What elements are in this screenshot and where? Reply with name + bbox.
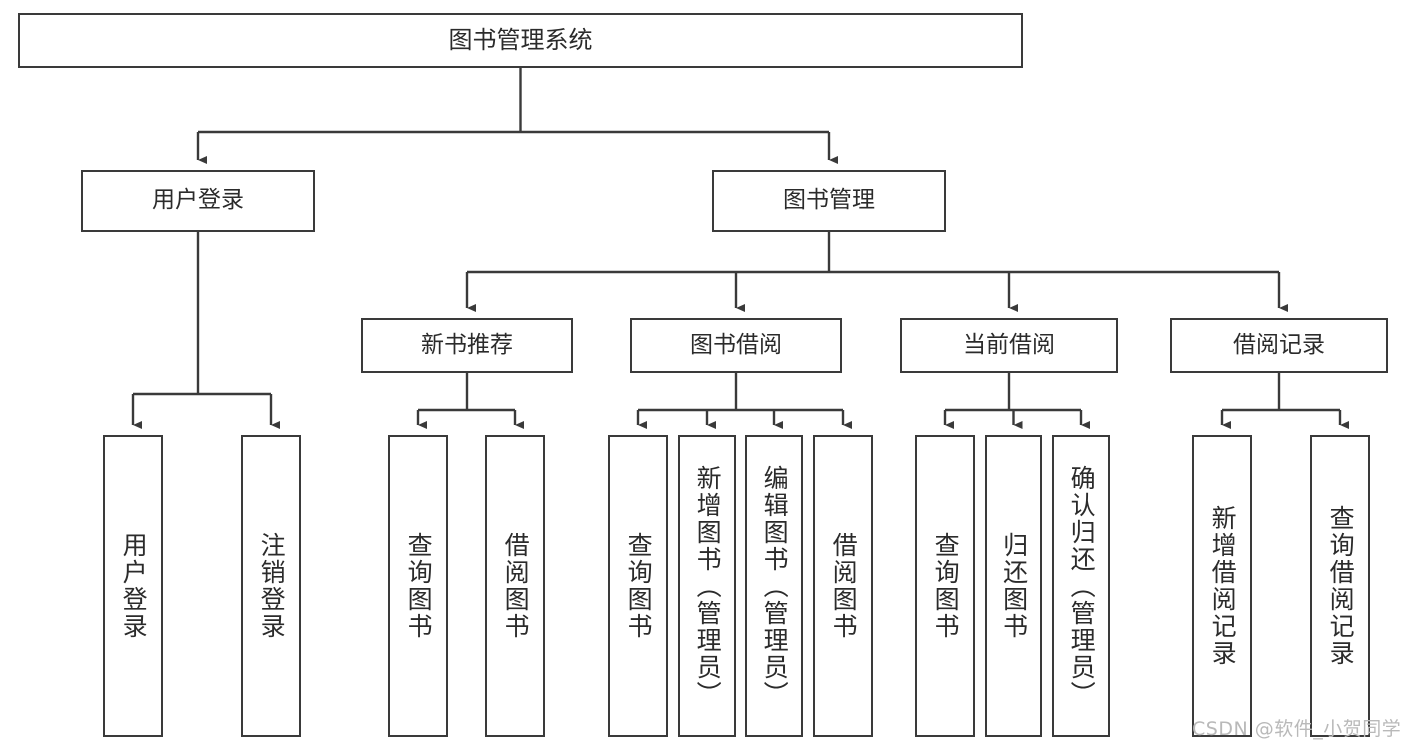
node-leaf-user-logout[interactable]: 注销登录: [241, 435, 301, 737]
node-label: 新增图书（管理员）: [693, 464, 723, 708]
node-leaf-add-book[interactable]: 新增图书（管理员）: [678, 435, 736, 737]
node-leaf-confirm-return[interactable]: 确认归还（管理员）: [1052, 435, 1110, 737]
node-label: 确认归还（管理员）: [1067, 464, 1097, 708]
node-leaf-borrow-book-2[interactable]: 借阅图书: [813, 435, 873, 737]
node-leaf-query-book-1[interactable]: 查询图书: [388, 435, 448, 737]
node-root-root[interactable]: 图书管理系统: [18, 13, 1023, 68]
node-current-borrow[interactable]: 当前借阅: [900, 318, 1118, 373]
node-label: 注销登录: [257, 532, 287, 640]
node-leaf-borrow-book-1[interactable]: 借阅图书: [485, 435, 545, 737]
node-label: 查询图书: [624, 532, 654, 640]
node-label: 新书推荐: [421, 331, 513, 358]
node-leaf-query-book-3[interactable]: 查询图书: [915, 435, 975, 737]
node-label: 图书借阅: [690, 331, 782, 358]
node-label: 当前借阅: [963, 331, 1055, 358]
node-leaf-query-record[interactable]: 查询借阅记录: [1310, 435, 1370, 737]
node-label: 借阅图书: [501, 532, 531, 640]
node-label: 用户登录: [119, 532, 149, 640]
node-new-book-rec[interactable]: 新书推荐: [361, 318, 573, 373]
node-label: 借阅图书: [829, 532, 859, 640]
node-label: 查询图书: [404, 532, 434, 640]
node-label: 查询借阅记录: [1326, 505, 1356, 667]
node-leaf-add-record[interactable]: 新增借阅记录: [1192, 435, 1252, 737]
node-leaf-edit-book[interactable]: 编辑图书（管理员）: [745, 435, 803, 737]
node-leaf-query-book-2[interactable]: 查询图书: [608, 435, 668, 737]
node-label: 查询图书: [931, 532, 961, 640]
node-label: 借阅记录: [1233, 331, 1325, 358]
node-book-manage[interactable]: 图书管理: [712, 170, 946, 232]
node-user-login[interactable]: 用户登录: [81, 170, 315, 232]
node-book-borrow[interactable]: 图书借阅: [630, 318, 842, 373]
node-leaf-user-login[interactable]: 用户登录: [103, 435, 163, 737]
node-leaf-return-book[interactable]: 归还图书: [985, 435, 1042, 737]
csdn-watermark: CSDN @软件_小贺同学: [1192, 718, 1402, 740]
node-label: 图书管理系统: [448, 26, 593, 55]
node-label: 编辑图书（管理员）: [760, 464, 790, 708]
node-borrow-record[interactable]: 借阅记录: [1170, 318, 1388, 373]
node-label: 归还图书: [999, 532, 1029, 640]
node-label: 新增借阅记录: [1208, 505, 1238, 667]
node-label: 用户登录: [152, 187, 244, 214]
node-label: 图书管理: [783, 187, 875, 214]
